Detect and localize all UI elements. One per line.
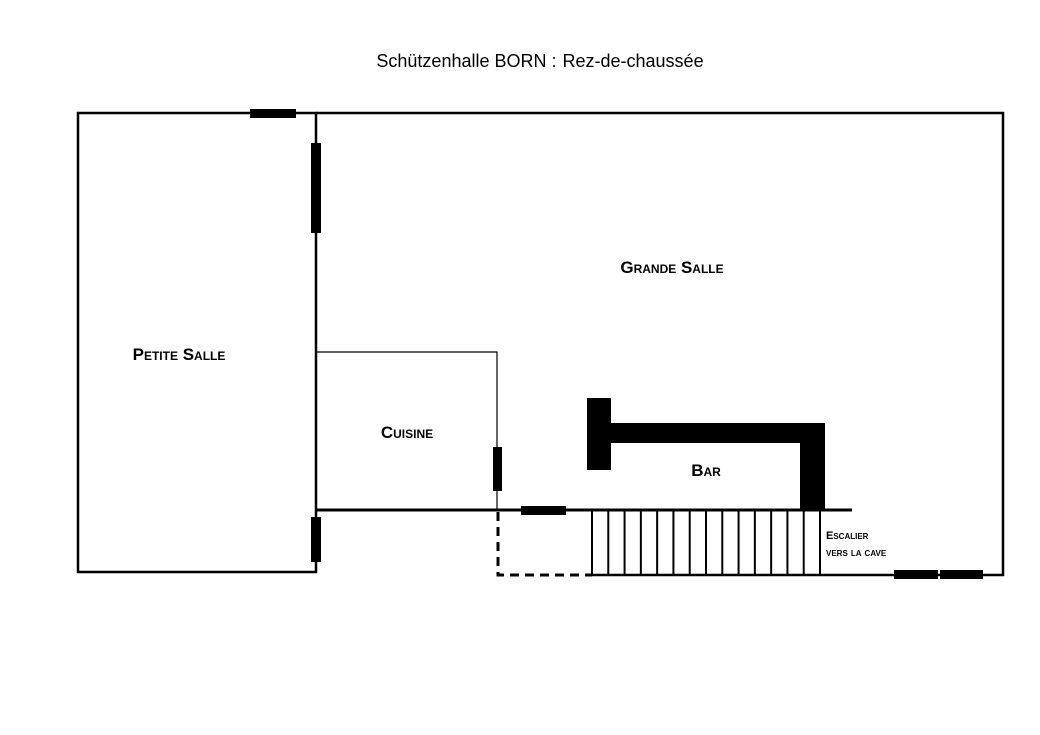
door bbox=[521, 506, 566, 515]
dashed-outline bbox=[496, 512, 592, 577]
door bbox=[311, 143, 321, 233]
bar-counter bbox=[587, 398, 825, 510]
room-label-cuisine: Cuisine bbox=[381, 423, 433, 442]
room-label-grande-salle: Grande Salle bbox=[620, 258, 723, 277]
door bbox=[894, 570, 938, 579]
door bbox=[940, 570, 983, 579]
petite-salle-walls bbox=[76, 111, 318, 574]
doors bbox=[250, 109, 983, 579]
stair-label-line1: Escalier bbox=[826, 530, 869, 542]
stair-label-line2: vers la cave bbox=[826, 547, 887, 559]
door bbox=[493, 447, 502, 491]
room-label-petite-salle: Petite Salle bbox=[133, 345, 226, 364]
door bbox=[250, 109, 296, 118]
staircase bbox=[591, 510, 821, 575]
room-label-bar: Bar bbox=[691, 461, 721, 480]
grande-salle-walls bbox=[316, 111, 1005, 577]
door bbox=[311, 517, 321, 562]
plan-title: Schützenhalle BORN :Rez-de-chaussée bbox=[376, 51, 703, 71]
